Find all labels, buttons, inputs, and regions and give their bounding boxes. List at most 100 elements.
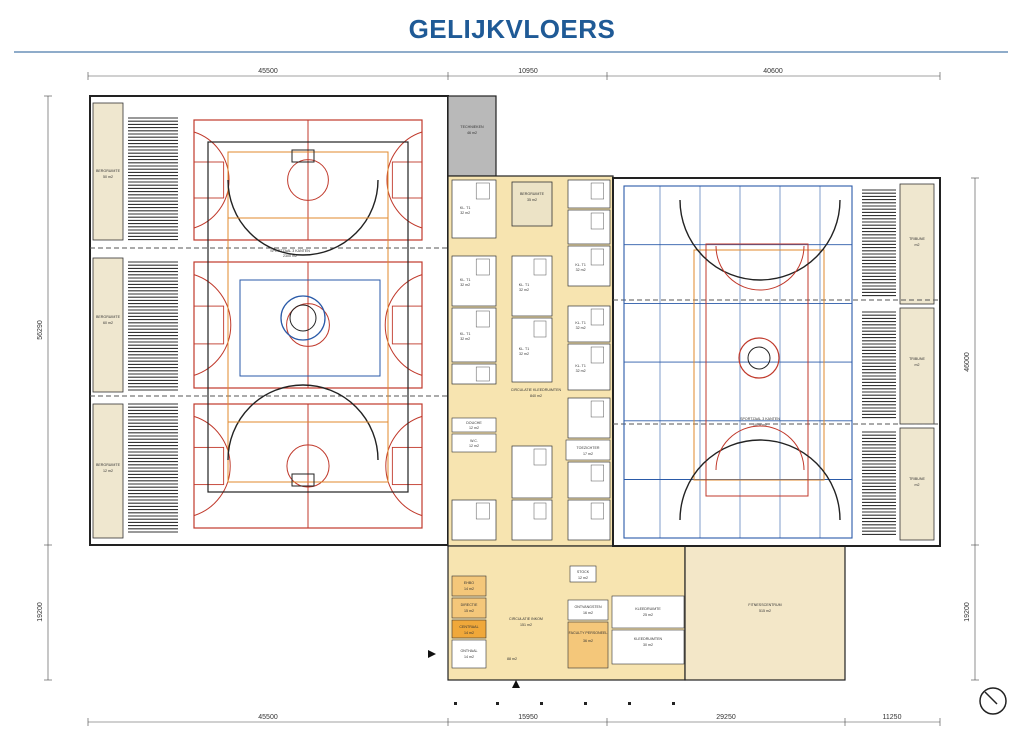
storage-3-area: 12 m2	[103, 469, 113, 473]
ontvangsten-area: 16 m2	[583, 611, 593, 615]
north-arrow-icon	[979, 687, 1007, 715]
entrance-circulation-label: CIRCULATIE INKOM	[509, 617, 543, 621]
changing-room-label: KL. T1	[519, 283, 530, 287]
right-courts	[623, 185, 853, 539]
changing-room-label: KL. T1	[575, 364, 586, 368]
directie-area: 15 m2	[464, 609, 474, 613]
kleedruimte-fitness-2	[611, 629, 685, 665]
technical-room-label: TECHNIEKEN	[460, 125, 484, 129]
column	[628, 702, 631, 705]
right-dimension-line	[971, 177, 979, 681]
shower-cubicle	[475, 366, 490, 382]
changing-room-label: KL. T1	[575, 263, 586, 267]
circulation-area: 840 m2	[530, 394, 542, 398]
tribune-2-label: TRIBUNE	[909, 357, 925, 361]
onthaal-room	[451, 639, 487, 669]
left-dimension-line	[44, 95, 52, 681]
changing-room-label: KL. T1	[575, 321, 586, 325]
three-point-arc	[385, 415, 423, 517]
changing-room-area: 32 m2	[576, 326, 586, 330]
changing-room	[451, 307, 497, 363]
shower-cubicle	[475, 182, 490, 200]
court-key	[391, 161, 423, 199]
changing-room-area: 32 m2	[576, 369, 586, 373]
directie-label: DIRECTIE	[461, 603, 478, 607]
centraal-room	[451, 619, 487, 639]
tribune-3-area: m2	[915, 483, 920, 487]
left-hall-area: 2300 m2	[283, 254, 297, 258]
court-key	[193, 446, 225, 486]
tribune-room-2	[899, 307, 935, 425]
volleyball-outline	[227, 151, 389, 483]
changing-room	[567, 397, 611, 439]
court-key	[391, 305, 423, 345]
shower-cubicle	[533, 502, 547, 520]
onthaal-label: ONTHAAL	[461, 649, 478, 653]
wc-room	[451, 433, 497, 453]
three-point-arc	[386, 131, 423, 229]
dim-top-3: 40600	[763, 68, 783, 75]
kleedruimte-fitness-1-area: 25 m2	[643, 613, 653, 617]
main-court-outline	[207, 141, 409, 493]
changing-room	[567, 209, 611, 245]
changing-room-label: KL. T1	[460, 206, 471, 210]
storage-2-label: BERGRUIMTE	[96, 315, 121, 319]
top-dimension-line	[87, 72, 941, 80]
main-arc-top	[227, 179, 379, 256]
column	[496, 702, 499, 705]
main-center-inner	[289, 304, 317, 332]
changing-block: TECHNIEKEN 46 m2 BERGRUIMTE 35 m2 KL. T1…	[447, 95, 614, 599]
storage-top-area: 35 m2	[527, 198, 537, 202]
storage-1-label: BERGRUIMTE	[96, 169, 121, 173]
kleedruimte-fitness-1-label: KLEEDRUIMTE	[635, 607, 661, 611]
ontvangsten-label: ONTVANGSTEN	[574, 605, 601, 609]
court-key	[193, 305, 225, 345]
left-courts	[193, 119, 423, 529]
onthaal-area: 14 m2	[464, 655, 474, 659]
changing-room	[511, 317, 553, 383]
goal-box	[291, 149, 315, 163]
faculty-room	[567, 621, 609, 669]
court-key	[391, 446, 423, 486]
stock-area: 12 m2	[578, 576, 588, 580]
douche-label: DOUCHE	[466, 421, 482, 425]
entrance-columns	[454, 702, 675, 705]
bleachers-left	[128, 117, 178, 533]
changing-room	[567, 499, 611, 541]
supervisor-area: 17 m2	[583, 452, 593, 456]
kleedruimte-fitness-2-area: 30 m2	[643, 643, 653, 647]
dim-top-2: 10950	[518, 68, 538, 75]
wc-label: W.C.	[470, 439, 478, 443]
changing-room	[567, 179, 611, 209]
dim-bottom-1: 45500	[258, 714, 278, 721]
shower-cubicle	[475, 502, 490, 520]
ehbo-label: EHBO	[464, 581, 474, 585]
right-hall-label: SPORTZAAL 3 KANTEN	[740, 417, 780, 421]
changing-room-area: 32 m2	[519, 288, 529, 292]
main-arc-bottom	[227, 384, 379, 461]
changing-room-label: KL. T1	[460, 278, 471, 282]
storage-room-3	[92, 403, 124, 539]
changing-room	[567, 245, 611, 287]
shower-cubicle	[590, 400, 604, 418]
changing-room	[567, 461, 611, 499]
stock-label: STOCK	[577, 570, 590, 574]
left-hall-label: SPORTZAAL 3 KANTEN	[270, 249, 310, 253]
right-basket-court	[705, 243, 809, 497]
ontvangsten-room	[567, 599, 609, 621]
column	[672, 702, 675, 705]
three-point-arc	[193, 274, 232, 376]
tribune-room-3	[899, 427, 935, 541]
shower-cubicle	[475, 310, 490, 328]
three-point-arc	[193, 131, 230, 229]
storage-2-area: 60 m2	[103, 321, 113, 325]
changing-room-area: 32 m2	[460, 283, 470, 287]
dim-bottom-2: 15950	[518, 714, 538, 721]
entrance-block: EHBO 14 m2 DIRECTIE 15 m2 CENTRAAL 14 m2…	[428, 545, 686, 705]
kleedruimte-fitness-2-label: KLEEDRUIMTEN	[634, 637, 663, 641]
court-center-circle	[286, 303, 330, 347]
changing-room	[451, 363, 497, 385]
court-key	[193, 161, 225, 199]
